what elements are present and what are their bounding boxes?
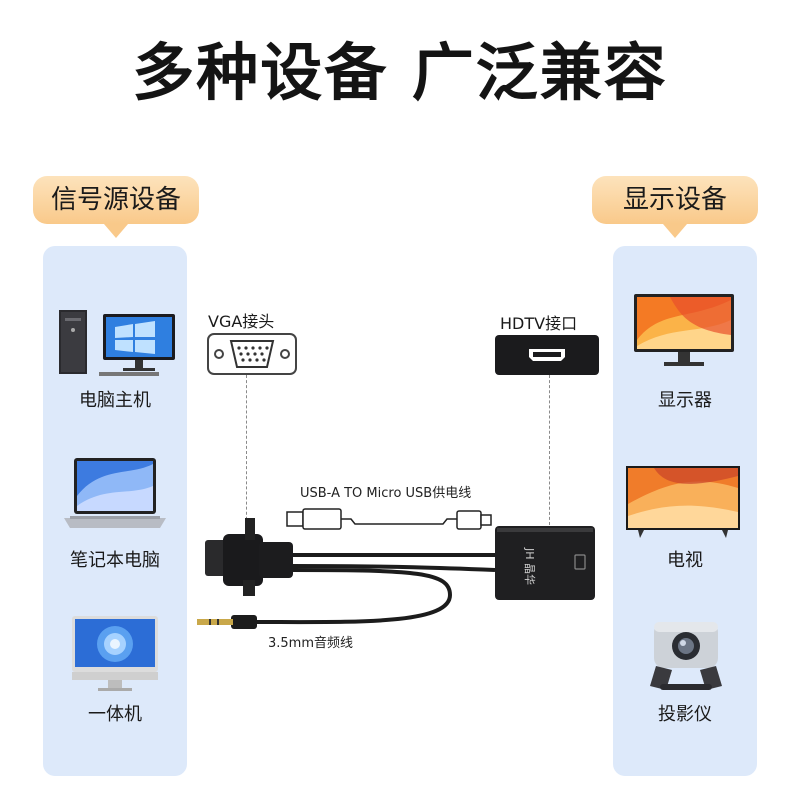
monitor-icon [634, 294, 734, 366]
audio-cable-label: 3.5mm音频线 [268, 636, 354, 651]
right-device-label-3: 投影仪 [658, 704, 712, 725]
right-device-label-2: 电视 [667, 550, 703, 571]
hdtv-port-label: HDTV接口 [500, 314, 578, 333]
adapter-brand: JH 晶华 [523, 548, 536, 586]
vga-guide-line [246, 375, 247, 535]
vga-connector-icon [207, 333, 297, 375]
hdtv-port-icon [495, 335, 599, 375]
display-devices-bubble: 显示设备 [592, 176, 758, 238]
desktop-pc-icon [59, 310, 175, 376]
left-device-label-2: 笔记本电脑 [70, 550, 160, 571]
adapter-cable-diagram [197, 508, 595, 629]
all-in-one-pc-icon [72, 616, 158, 691]
headline: 多种设备 广泛兼容 [132, 36, 668, 109]
right-device-label-1: 显示器 [658, 390, 712, 411]
left-device-label-3: 一体机 [88, 704, 142, 725]
laptop-icon [64, 458, 166, 528]
source-devices-bubble: 信号源设备 [33, 176, 199, 238]
projector-icon [650, 622, 722, 690]
vga-connector-label: VGA接头 [208, 312, 275, 331]
left-device-label-1: 电脑主机 [79, 390, 151, 411]
tv-icon [626, 466, 740, 538]
hdtv-guide-line [549, 375, 550, 525]
usb-cable-label: USB-A TO Micro USB供电线 [300, 486, 472, 501]
